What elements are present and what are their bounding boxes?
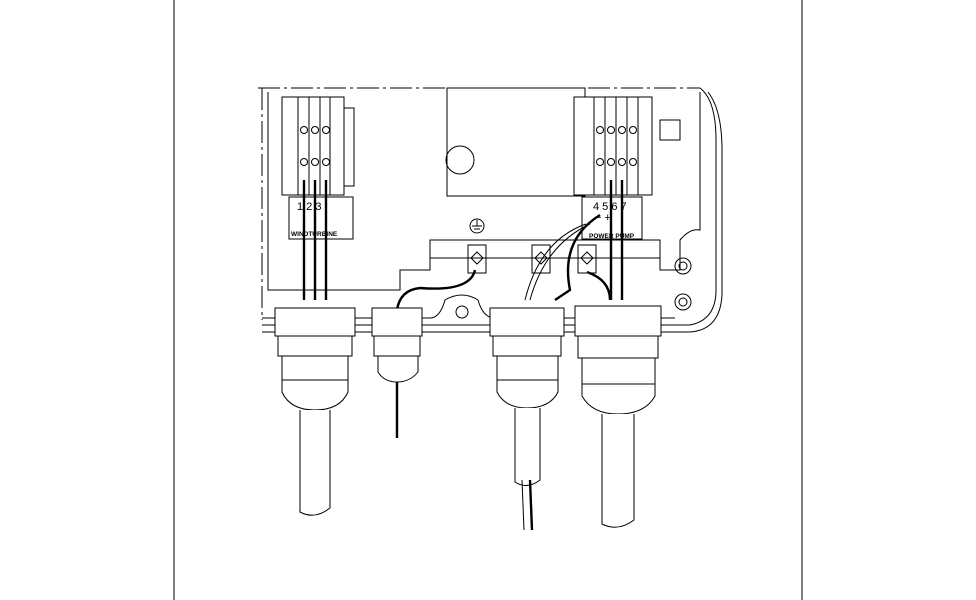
wires [302, 180, 624, 311]
left-terminal-numbers: 1 2 3 [297, 201, 321, 213]
enclosure [258, 87, 723, 333]
right-terminal-block: 4 5 6 7 − + POWER PUMP [573, 96, 653, 240]
gland-2 [371, 307, 423, 438]
gland-4 [574, 305, 662, 528]
ground-symbol-icon [469, 218, 485, 234]
gland-1 [274, 307, 356, 516]
left-terminal-block: 1 2 3 WINDTURBINE [281, 96, 355, 240]
screw-terminals [430, 244, 660, 274]
page-frame [173, 0, 803, 600]
gland-3 [489, 307, 565, 531]
cable-glands [274, 305, 662, 531]
